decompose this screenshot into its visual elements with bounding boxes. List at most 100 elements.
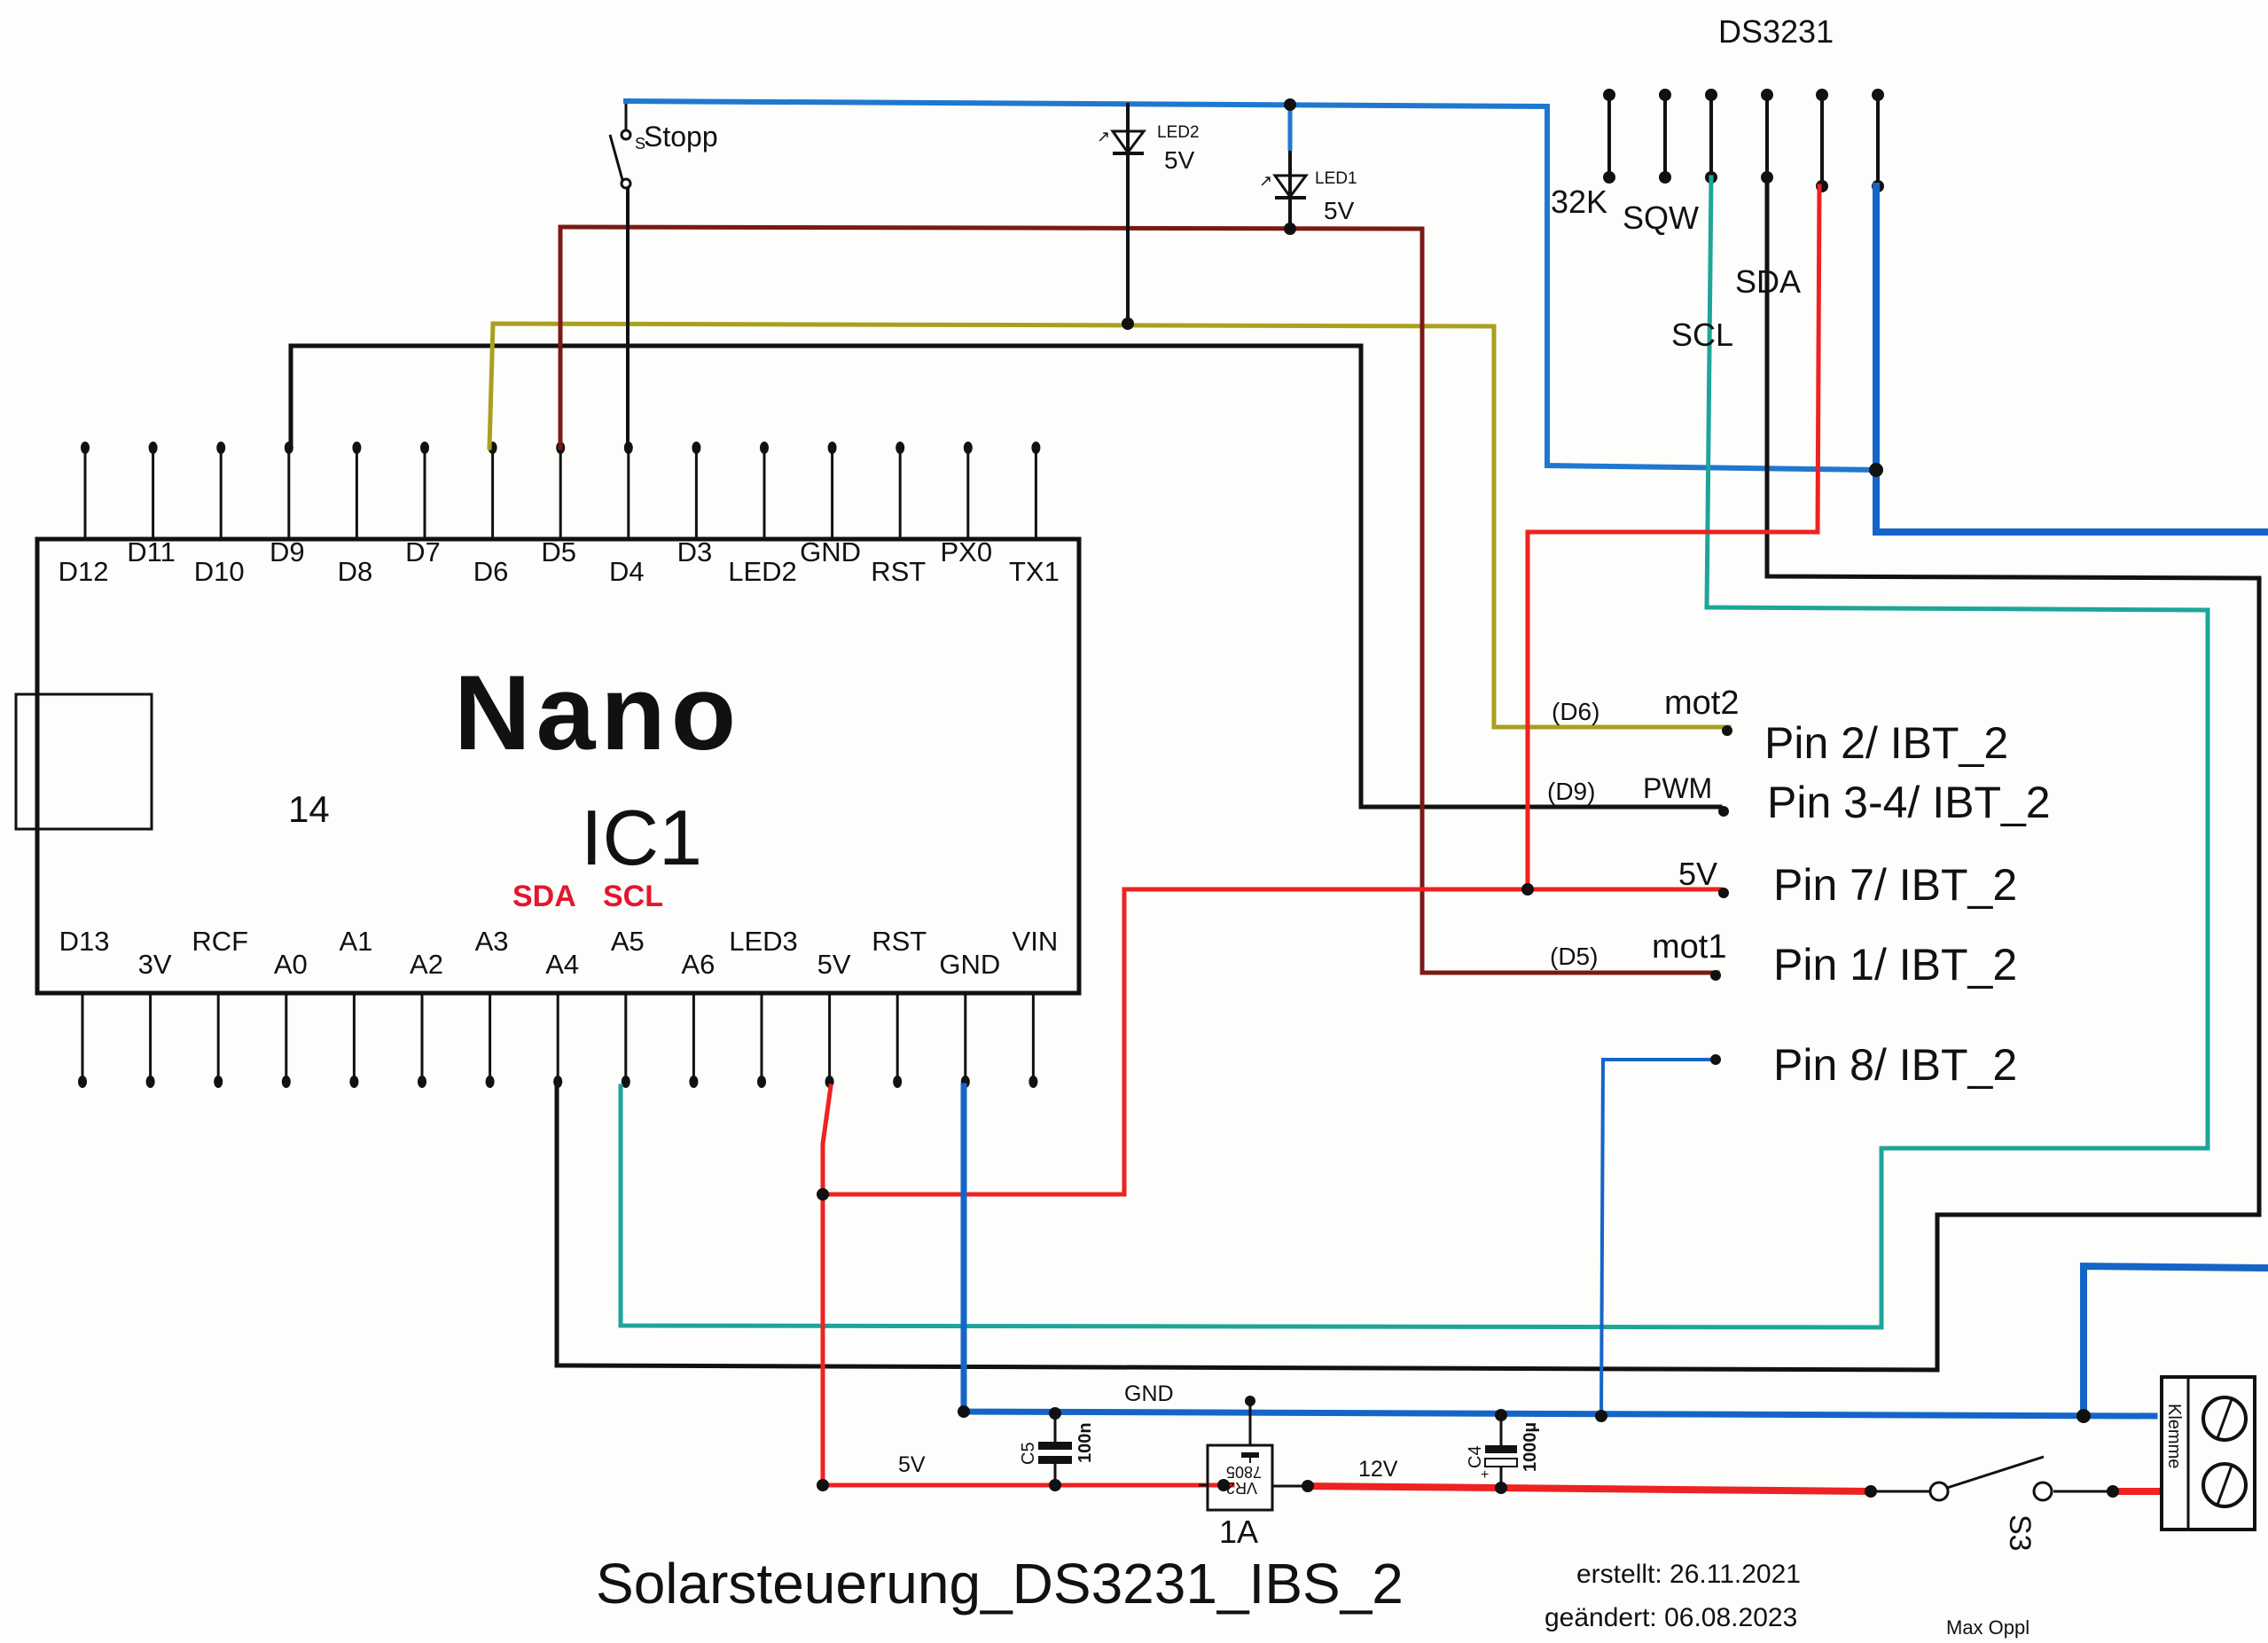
nano-pin-a0: A0: [274, 949, 308, 1088]
nano-pin-label: A5: [611, 926, 645, 957]
nano-pin-label: D13: [59, 926, 110, 957]
nano-pin-label: RST: [872, 926, 927, 957]
wire-5v-ds: [1525, 184, 1822, 892]
nano-pin-rst: RST: [872, 926, 927, 1088]
modified-date: geändert: 06.08.2023: [1545, 1603, 1797, 1632]
nano-pin-3v: 3V: [138, 949, 172, 1088]
wire-12v: [1303, 1482, 1875, 1496]
wire-gnd-ds: [1873, 183, 2268, 536]
screw-icon: [2202, 1462, 2248, 1508]
ibt2-net: mot1: [1652, 928, 1726, 966]
nano-pin-a5: A5: [611, 926, 645, 1088]
capacitor-c4: [1484, 1415, 1518, 1488]
nano-pin-label: D10: [194, 556, 245, 587]
led1-voltage: 5V: [1324, 197, 1355, 224]
wire-sda: [554, 175, 2262, 1373]
ibt2-pin-label: Pin 7/ IBT_2: [1773, 860, 2017, 910]
nano-pin-label: D6: [473, 556, 509, 587]
terminal-label: Klemme: [2164, 1404, 2184, 1468]
nano-pin-label: D4: [609, 556, 645, 587]
svg-text:↗: ↗: [1259, 172, 1272, 190]
switch-s3[interactable]: [1928, 1455, 2053, 1502]
nano-pin-d13: D13: [59, 926, 110, 1088]
c4-ref: C4: [1466, 1445, 1485, 1468]
led2-label: LED2: [1157, 123, 1200, 142]
nano-pin-gnd: GND: [800, 442, 861, 567]
ibt2-pin-label: Pin 2/ IBT_2: [1764, 718, 2008, 768]
ds3231-pin-sda: SDA: [1735, 263, 1801, 300]
nano-scl-label: SCL: [603, 880, 663, 913]
nano-pin-label: 3V: [138, 949, 172, 980]
vr2-current: 1A: [1219, 1514, 1258, 1550]
nano-pin-5v: 5V: [817, 949, 851, 1088]
nano-pin-label: D12: [59, 556, 109, 587]
nano-pin-a1: A1: [339, 926, 372, 1088]
nano-pin-px0: PX0: [940, 442, 992, 567]
nano-pin-tx1: TX1: [1009, 442, 1060, 587]
c4-polarity: +: [1481, 1467, 1489, 1483]
nano-pin-label: A1: [339, 926, 372, 957]
wire-gnd-right: [2080, 1262, 2268, 1420]
vr2-ref: VR2: [1226, 1479, 1257, 1497]
nano-pin-label: D8: [338, 556, 373, 587]
capacitor-c5: [1038, 1413, 1072, 1485]
nano-pin-label: A0: [274, 949, 308, 980]
led2-voltage: 5V: [1164, 146, 1195, 174]
ibt2-pin-label: Pin 1/ IBT_2: [1773, 940, 2017, 990]
c5-ref: C5: [1019, 1442, 1038, 1465]
stopp-switch-contact: [620, 177, 632, 190]
ibt2-pin-label: Pin 8/ IBT_2: [1773, 1040, 2017, 1090]
wire-pin8: [1599, 1058, 1717, 1419]
ds3231-pin-scl: SCL: [1671, 317, 1733, 353]
nano-pin-label: A4: [545, 949, 579, 980]
voltage-regulator-vr2: [1199, 1401, 1308, 1512]
ds3231-pins: [1603, 89, 1884, 192]
nano-pin-a4: A4: [545, 949, 579, 1088]
vr2-part: 7805: [1226, 1463, 1262, 1481]
led2-symbol: ↗: [1097, 128, 1146, 155]
ds3231-header-pin: [1872, 89, 1884, 192]
ds3231-pin-sqw: SQW: [1623, 200, 1699, 236]
stopp-switch-contact: [620, 129, 632, 141]
5v-rail-label: 5V: [898, 1452, 926, 1477]
nano-pin-d6: D6: [473, 442, 509, 587]
usb-connector: [14, 692, 153, 831]
nano-pin-label: A6: [681, 949, 715, 980]
wire-scl: [618, 175, 2210, 1330]
nano-pin-label: GND: [939, 949, 1000, 980]
ds3231-pin-32k: 32K: [1551, 184, 1607, 220]
terminal-klemme: [2160, 1375, 2256, 1531]
nano-pin-label: GND: [800, 536, 861, 567]
screw-icon: [2202, 1396, 2248, 1442]
ds3231-header-pin: [1705, 89, 1717, 184]
wire-d5-mot1: [558, 224, 1720, 975]
nano-pin-d4: D4: [609, 442, 645, 587]
gnd-rail-label: GND: [1124, 1381, 1174, 1406]
nano-pin-label: 5V: [817, 949, 851, 980]
nano-pin-d5: D5: [541, 442, 576, 567]
nano-pin-d3: D3: [677, 442, 712, 567]
c5-value: 100n: [1075, 1422, 1095, 1463]
created-date: erstellt: 26.11.2021: [1576, 1560, 1801, 1589]
nano-pin-label: D5: [541, 536, 576, 567]
ibt2-signal: (D5): [1550, 943, 1598, 970]
nano-pin-label: RCF: [192, 926, 248, 957]
ds3231-header-pin: [1603, 89, 1615, 184]
nano-ref: IC1: [581, 794, 702, 881]
nano-pin-label: A2: [410, 949, 443, 980]
nano-pin-led2: LED2: [728, 442, 797, 587]
nano-pin-d9: D9: [270, 442, 305, 567]
ibt2-net: 5V: [1678, 856, 1717, 892]
nano-pin-label: TX1: [1009, 556, 1060, 587]
nano-pin-label: LED2: [728, 556, 797, 587]
led1-label: LED1: [1315, 169, 1357, 188]
nano-pin-gnd: GND: [939, 949, 1000, 1088]
ds3231-header-pin: [1816, 89, 1828, 192]
ibt2-connector: (D6) mot2 Pin 2/ IBT_2 (D9) PWM Pin 3-4/…: [1547, 685, 2051, 1090]
ibt2-signal: (D9): [1547, 778, 1595, 805]
nano-pin-rcf: RCF: [192, 926, 248, 1088]
led1-symbol: ↗: [1259, 172, 1309, 200]
nano-pin-a2: A2: [410, 949, 443, 1088]
ibt2-net: PWM: [1643, 772, 1712, 804]
